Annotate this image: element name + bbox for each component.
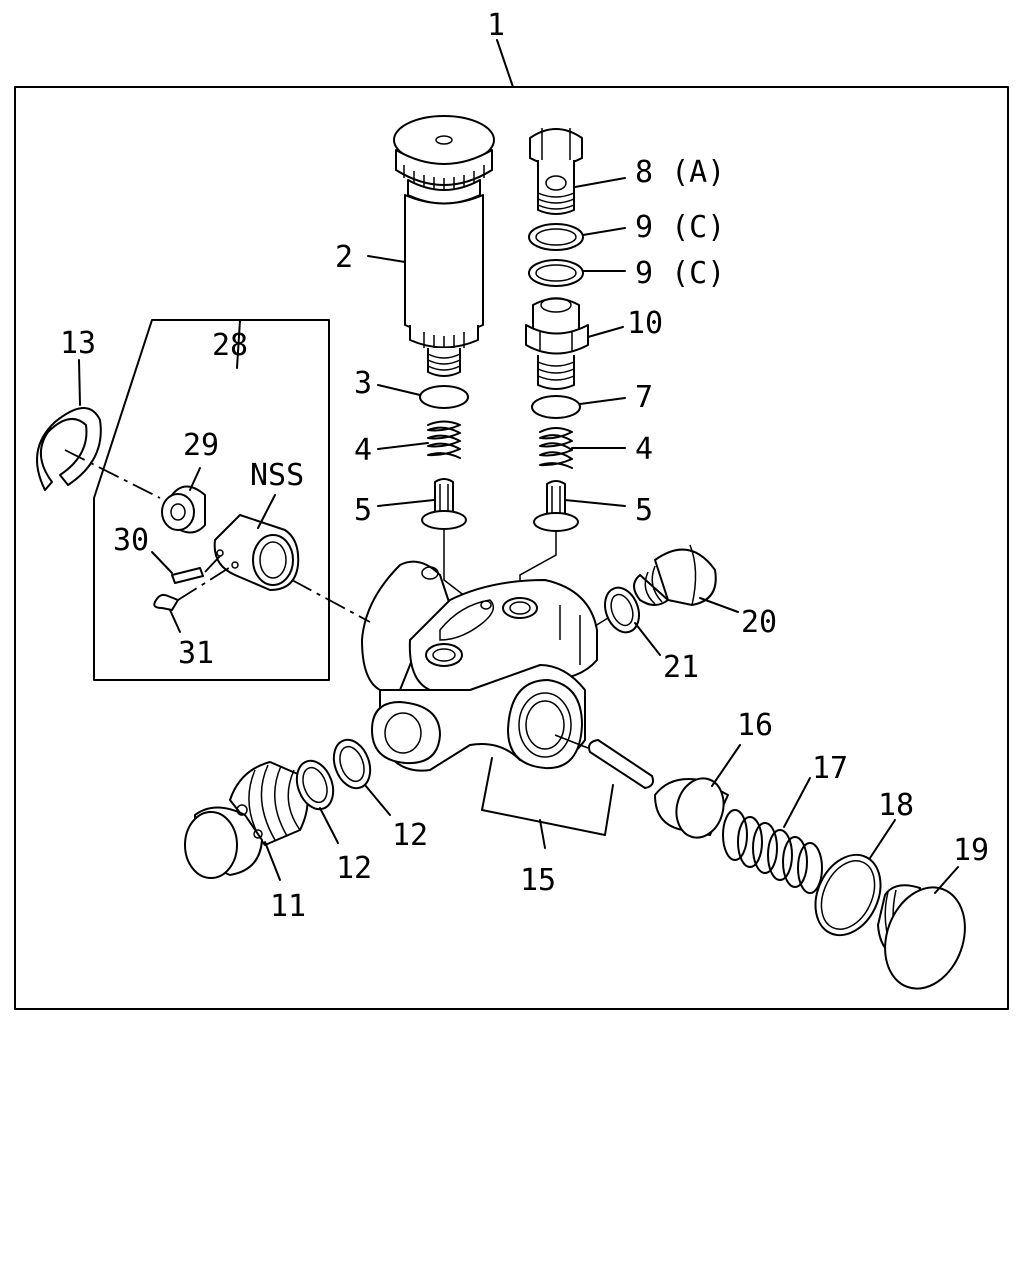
label-30: 30 (113, 523, 149, 558)
leader-17 (783, 777, 811, 828)
leader-8 (574, 177, 626, 188)
flow-line-left (443, 530, 471, 601)
leader-12-left (319, 807, 339, 844)
label-15: 15 (520, 863, 556, 898)
label-28: 28 (212, 328, 248, 363)
part-15-pin (588, 739, 655, 789)
leader-12-right (364, 784, 391, 816)
part-nss-housing (213, 514, 300, 591)
label-nss: NSS (250, 458, 304, 493)
leader-nss (257, 494, 276, 529)
subassembly-frame-28 (93, 319, 330, 681)
leader-10 (587, 326, 624, 338)
leader-5-right (564, 499, 626, 507)
leader-21 (634, 622, 661, 656)
label-31: 31 (178, 636, 214, 671)
leader-28 (236, 319, 241, 369)
label-3: 3 (354, 366, 372, 401)
label-9-lower: 9 (C) (635, 256, 725, 291)
label-29: 29 (183, 428, 219, 463)
axis-nss-body (291, 579, 371, 623)
label-18: 18 (878, 788, 914, 823)
label-13: 13 (60, 326, 96, 361)
label-4-right: 4 (635, 432, 653, 467)
leader-13 (78, 359, 81, 406)
leader-31 (169, 609, 181, 633)
part-12-washer-left (295, 759, 335, 811)
label-11: 11 (270, 889, 306, 924)
part-10-valve-holder (525, 297, 589, 390)
label-2: 2 (335, 240, 353, 275)
part-8-eye-bolt (529, 128, 583, 215)
part-7-o-ring (531, 395, 581, 419)
leader-16 (711, 744, 741, 787)
part-30-pin (171, 567, 204, 584)
part-18-o-ring (814, 853, 882, 937)
part-9-washer-upper (528, 223, 584, 251)
leader-4-left (377, 442, 429, 450)
leader-11 (264, 841, 281, 881)
label-9-upper: 9 (C) (635, 210, 725, 245)
leader-30 (151, 551, 173, 574)
label-12-left: 12 (336, 851, 372, 886)
part-29-collar (161, 485, 206, 534)
part-13-snap-ring (36, 407, 102, 491)
leader-9-upper (582, 227, 626, 236)
label-16: 16 (737, 708, 773, 743)
part-4-spring-left (427, 420, 461, 459)
part-17-spring (722, 809, 823, 894)
axis-15 (554, 734, 589, 749)
bracket-15 (481, 757, 614, 836)
leader-7 (579, 397, 626, 405)
leader-1 (496, 39, 514, 88)
part-16-piston (654, 777, 729, 839)
label-10: 10 (627, 306, 663, 341)
pump-body (361, 560, 598, 772)
label-8: 8 (A) (635, 155, 725, 190)
label-20: 20 (741, 605, 777, 640)
label-21: 21 (663, 650, 699, 685)
part-19-plug (877, 884, 966, 990)
label-1: 1 (487, 8, 505, 43)
label-4-left: 4 (354, 433, 372, 468)
part-11-banjo-bolt (184, 761, 309, 879)
axis-21 (594, 617, 609, 627)
leader-20 (699, 597, 739, 613)
leader-18 (869, 819, 896, 859)
part-20-plug (633, 544, 717, 606)
leader-15 (539, 819, 546, 849)
part-4-spring-right (539, 427, 573, 469)
leader-2 (367, 255, 406, 263)
part-5-valve-left (421, 478, 467, 530)
part-5-valve-right (533, 480, 579, 532)
part-12-washer-right (332, 738, 372, 790)
axis-30 (204, 555, 221, 573)
axis-31 (177, 565, 233, 601)
label-7: 7 (635, 380, 653, 415)
part-31-pin (153, 593, 179, 611)
assembly-frame (14, 86, 1009, 1010)
leader-5-left (377, 499, 435, 507)
leader-3 (377, 384, 421, 396)
leader-29 (189, 467, 201, 491)
label-19: 19 (953, 833, 989, 868)
part-21-washer (604, 586, 640, 634)
label-5-left: 5 (354, 493, 372, 528)
label-5-right: 5 (635, 493, 653, 528)
part-3-o-ring (419, 385, 469, 409)
part-2-priming-pump (393, 115, 495, 377)
label-17: 17 (812, 751, 848, 786)
leader-19 (934, 866, 959, 894)
axis-13-29 (64, 449, 161, 499)
label-12-right: 12 (392, 818, 428, 853)
part-9-washer-lower (528, 259, 584, 287)
